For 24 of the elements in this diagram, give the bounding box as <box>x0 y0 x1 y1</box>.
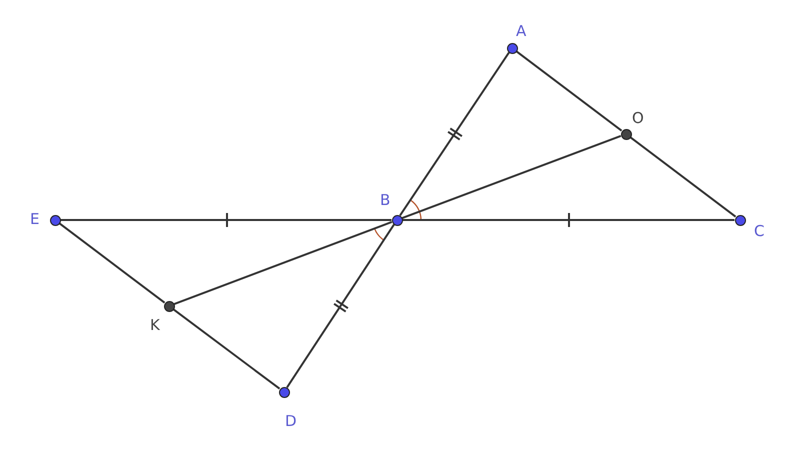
point-label: A <box>516 24 526 39</box>
line-segment <box>58 222 166 304</box>
line-segment <box>516 50 622 132</box>
point-dot <box>734 214 746 226</box>
line-segment <box>402 135 622 219</box>
line-segment <box>402 219 734 221</box>
point-dot <box>50 214 60 226</box>
line-segment <box>286 224 395 388</box>
point-label: O <box>632 111 644 126</box>
point-dot <box>620 128 632 140</box>
line-segment <box>630 136 736 218</box>
line-segment <box>174 221 392 305</box>
point-label: C <box>754 224 764 239</box>
line-segment <box>399 52 510 216</box>
point-label: D <box>285 414 297 429</box>
line-segment <box>172 308 280 390</box>
line-segment <box>60 219 392 221</box>
point-label: K <box>150 318 160 333</box>
point-dot <box>278 386 290 398</box>
point-label: E <box>30 212 40 227</box>
point-dot <box>164 300 174 312</box>
point-dot <box>506 42 518 54</box>
point-dot <box>392 214 402 226</box>
point-label: B <box>380 193 390 208</box>
